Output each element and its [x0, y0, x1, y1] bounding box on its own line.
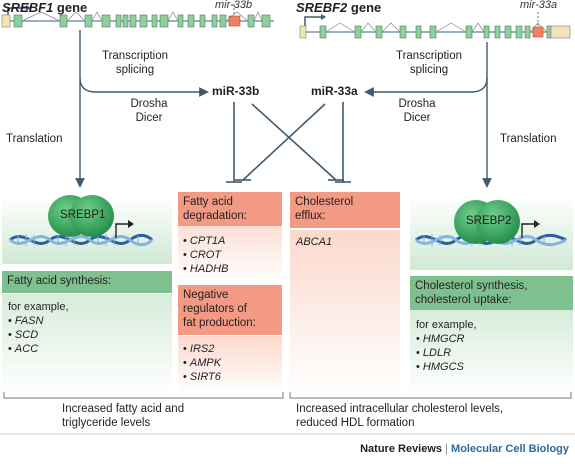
inhibition-lines [226, 102, 351, 183]
list-item: • CROT [183, 249, 222, 261]
srebf2-name: SREBF2 [296, 0, 348, 15]
neg-regulators-panel [178, 336, 282, 394]
credit-line: Nature Reviews | Molecular Cell Biology [360, 443, 569, 455]
fa-synthesis-header: Fatty acid synthesis: [2, 271, 172, 293]
right-transcription-line1: Transcription [395, 50, 463, 62]
gene-abca1: ABCA1 [296, 236, 333, 248]
chol-efflux-header: Cholesterol efflux: [290, 192, 400, 228]
list-item: • SIRT6 [183, 371, 221, 383]
gene-scd: SCD [14, 329, 39, 341]
left-outcome-line1: Increased fatty acid and [62, 403, 185, 415]
neg-regulators-line2: regulators of [183, 303, 247, 315]
list-item: • SCD [8, 329, 39, 341]
left-outcome-line2: triglyceride levels [62, 417, 151, 429]
left-tss-arrow-icon [115, 223, 132, 238]
left-pathway-arrows [75, 30, 209, 188]
right-outcome: Increased intracellular cholesterol leve… [296, 402, 503, 430]
right-outcome-line1: Increased intracellular cholesterol leve… [296, 403, 504, 415]
srebp1-label: SREBP1 [60, 209, 106, 221]
right-drosha: Drosha [398, 98, 436, 110]
mir-33a-locus-label: mir-33a [520, 0, 558, 11]
right-tss-arrow-icon [521, 223, 538, 238]
credit-publisher: Nature Reviews [360, 443, 443, 455]
right-genes-panel [410, 310, 573, 394]
right-pathway-arrows [364, 42, 492, 188]
left-drosha: Drosha [130, 98, 168, 110]
chol-synthesis-list: for example, • HMGCR • LDLR • HMGCS [416, 318, 477, 374]
srebf2-gene-track [299, 12, 571, 39]
right-transcription-label: Transcription splicing [384, 49, 474, 77]
chol-synthesis-header-line2: cholesterol uptake: [415, 294, 512, 306]
left-transcription-line2: splicing [115, 64, 155, 76]
gene-cpt1a: CPT1A [189, 235, 226, 247]
left-dicer: Dicer [135, 112, 163, 124]
fa-degradation-line2: degradation: [183, 210, 247, 222]
left-transcription-label: Transcription splicing [90, 49, 180, 77]
chol-synthesis-intro: for example, [416, 319, 477, 331]
chol-efflux-list: ABCA1 [296, 235, 332, 249]
gene-acc: ACC [14, 343, 39, 355]
srebf2-suffix: gene [347, 0, 382, 15]
srebf1-gene-track [1, 4, 274, 28]
right-enzymes-label: Drosha Dicer [392, 97, 442, 125]
neg-regulators-list: • IRS2 • AMPK • SIRT6 [183, 342, 221, 384]
list-item: • HMGCS [416, 361, 464, 373]
srebf1-name: SREBF1 [2, 0, 54, 15]
mir-33b-locus-label: mir-33b [215, 0, 253, 11]
gene-hmgcr: HMGCR [422, 333, 465, 345]
chol-efflux-panel [290, 230, 400, 394]
list-item: • IRS2 [183, 343, 215, 355]
left-translation-label: Translation [6, 133, 63, 145]
gene-fasn: FASN [14, 315, 44, 327]
srebp2-protein-icon [454, 200, 520, 244]
list-item: • HMGCR [416, 333, 465, 345]
gene-hmgcs: HMGCS [422, 361, 464, 373]
fa-synthesis-intro: for example, [8, 301, 69, 313]
srebf1-suffix: gene [53, 0, 88, 15]
outcome-brackets [3, 392, 572, 399]
neg-regulators-header: Negative regulators of fat production: [178, 285, 282, 335]
chol-efflux-line1: Cholesterol [295, 196, 354, 208]
right-dicer: Dicer [403, 112, 431, 124]
list-item: • CPT1A [183, 235, 226, 247]
gene-ampk: AMPK [189, 357, 222, 369]
right-translation-label: Translation [500, 133, 557, 145]
gene-sirt6: SIRT6 [189, 371, 221, 383]
credit-separator: | [445, 443, 448, 455]
gene-hadhb: HADHB [189, 263, 229, 275]
srebp1-protein-icon [48, 195, 114, 237]
left-enzymes-label: Drosha Dicer [124, 97, 174, 125]
list-item: • ACC [8, 343, 39, 355]
srebf2-gene-title: SREBF2 gene [296, 0, 381, 17]
neg-regulators-line1: Negative [183, 289, 229, 301]
list-item: • FASN [8, 315, 44, 327]
gene-crot: CROT [189, 249, 222, 261]
fa-synthesis-list: for example, • FASN • SCD • ACC [8, 300, 69, 356]
gene-ldlr: LDLR [422, 347, 452, 359]
left-genes-panel [2, 294, 172, 394]
left-outcome: Increased fatty acid and triglyceride le… [62, 402, 184, 430]
fa-degradation-list: • CPT1A • CROT • HADHB [183, 234, 228, 276]
right-transcription-line2: splicing [409, 64, 449, 76]
fa-degradation-header: Fatty acid degradation: [178, 192, 282, 226]
list-item: • HADHB [183, 263, 229, 275]
mir-33a-label: miR-33a [311, 84, 358, 98]
srebf1-gene-title: SREBF1 gene [2, 0, 87, 17]
left-transcription-line1: Transcription [101, 50, 169, 62]
mir-33b-label: miR-33b [212, 84, 260, 98]
chol-efflux-line2: efflux: [295, 210, 326, 222]
list-item: • AMPK [183, 357, 222, 369]
list-item: • LDLR [416, 347, 452, 359]
credit-journal: Molecular Cell Biology [451, 443, 569, 455]
gene-irs2: IRS2 [189, 343, 215, 355]
fa-degradation-line1: Fatty acid [183, 196, 233, 208]
srebp2-label: SREBP2 [466, 215, 512, 227]
right-outcome-line2: reduced HDL formation [296, 417, 415, 429]
chol-synthesis-header-line1: Cholesterol synthesis, [415, 280, 528, 292]
chol-synthesis-header: Cholesterol synthesis, cholesterol uptak… [410, 276, 573, 310]
neg-regulators-line3: fat production: [183, 317, 256, 329]
